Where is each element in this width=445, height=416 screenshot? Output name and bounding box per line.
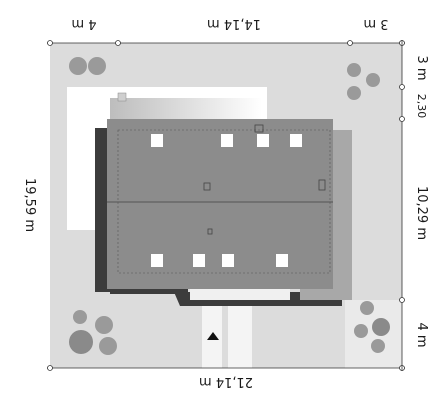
driveway-center-strip <box>222 300 228 368</box>
roof-window <box>276 254 288 267</box>
chimney-small <box>117 92 127 102</box>
tree-icon <box>69 57 87 75</box>
tree-icon <box>347 63 361 77</box>
dimension-tick <box>115 40 121 46</box>
dimension-tick <box>399 84 405 90</box>
tree-icon <box>95 316 113 334</box>
tree-icon <box>99 337 117 355</box>
entrance-arrow-icon <box>207 332 219 340</box>
tree-icon <box>366 73 380 87</box>
dim-label-top-left: 4 m <box>71 16 96 31</box>
tree-icon <box>347 86 361 100</box>
roof-window <box>222 254 234 267</box>
dim-label-right-top: 3 m <box>414 55 429 80</box>
tree-icon <box>73 310 87 324</box>
tree-icon <box>88 57 106 75</box>
vent <box>203 182 211 191</box>
tree-icon <box>69 330 93 354</box>
tree-icon <box>372 318 390 336</box>
tree-icon <box>354 324 368 338</box>
dim-label-right-middle: 10,29 m <box>414 186 429 240</box>
dim-label-top-middle: 14,14 m <box>207 16 261 31</box>
chimney <box>318 179 326 191</box>
tree-icon <box>360 301 374 315</box>
dimension-tick <box>399 116 405 122</box>
roof-window <box>151 134 163 147</box>
vent <box>207 228 213 235</box>
dimension-tick <box>47 40 53 46</box>
dimension-tick <box>399 297 405 303</box>
vent <box>254 124 264 133</box>
roof-main <box>107 119 333 289</box>
tree-icon <box>371 339 385 353</box>
dim-label-left: 19,59 m <box>22 178 37 232</box>
dimension-tick <box>347 40 353 46</box>
roof-window <box>257 134 269 147</box>
dimension-tick <box>47 365 53 371</box>
roof-window <box>151 254 163 267</box>
side-path <box>345 300 402 368</box>
dim-label-right-gap: 2,30 <box>415 94 428 119</box>
roof-window <box>290 134 302 147</box>
dim-label-top-right: 3 m <box>363 16 388 31</box>
roof-window <box>193 254 205 267</box>
wall-outline <box>117 129 331 274</box>
dim-label-right-bottom: 4 m <box>414 322 429 347</box>
roof-window <box>221 134 233 147</box>
dim-label-bottom: 21,14 m <box>199 374 253 389</box>
roof-top-highlight <box>110 98 262 120</box>
